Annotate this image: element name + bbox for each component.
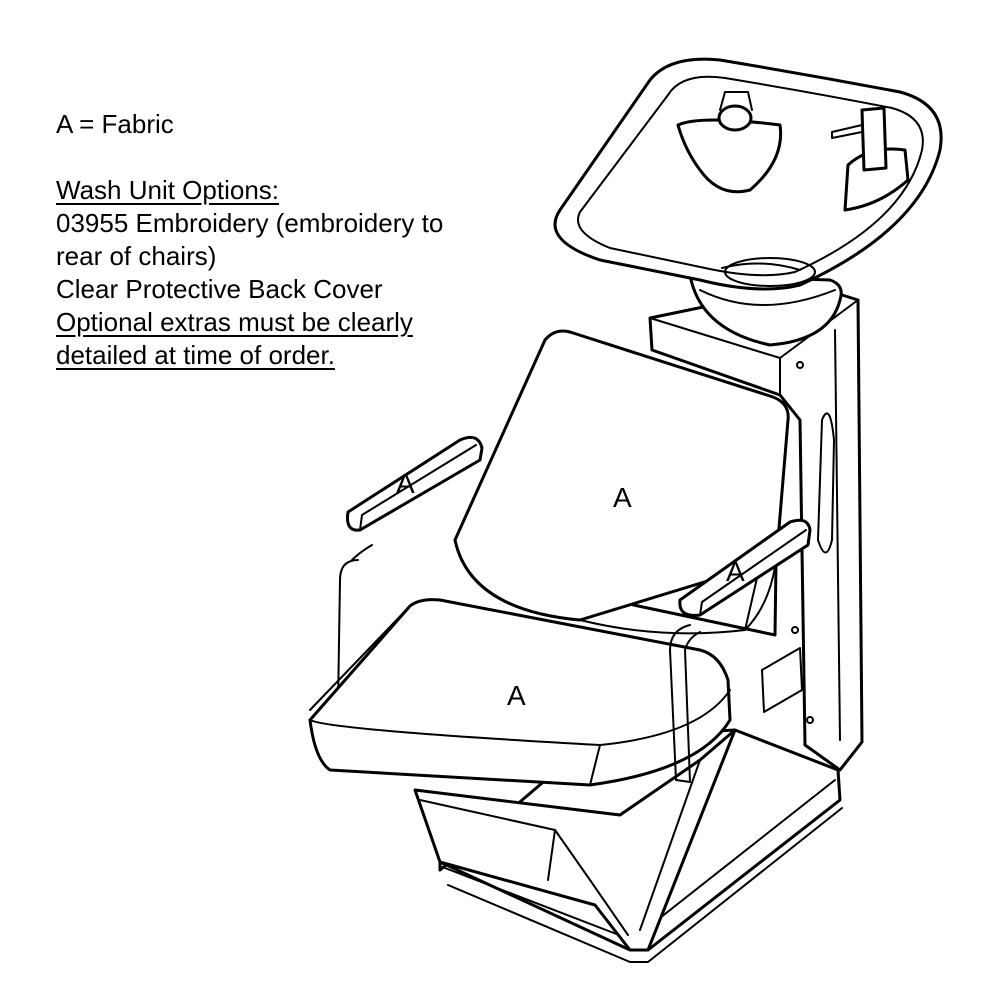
legend-fabric: A = Fabric (56, 109, 174, 139)
left-armrest (337, 435, 484, 706)
option-embroidery-line1: 03955 Embroidery (embroidery to (56, 208, 444, 238)
seat-base-frame (413, 728, 737, 952)
option-embroidery-line2: rear of chairs) (56, 241, 217, 271)
notes-panel: A = Fabric Wash Unit Options: 03955 Embr… (56, 108, 496, 372)
options-heading: Wash Unit Options: (56, 175, 280, 205)
right-armrest (669, 518, 812, 783)
seat-cushion (308, 598, 732, 787)
fabric-label-left-armrest: A (396, 468, 415, 499)
fabric-label-right-armrest: A (726, 556, 745, 587)
fabric-label-backrest: A (613, 482, 632, 513)
option-back-cover: Clear Protective Back Cover (56, 274, 383, 304)
order-note-line1: Optional extras must be clearly (56, 307, 413, 337)
order-note-line2: detailed at time of order. (56, 340, 335, 370)
fabric-label-seat: A (507, 680, 526, 711)
wash-basin (553, 57, 943, 347)
